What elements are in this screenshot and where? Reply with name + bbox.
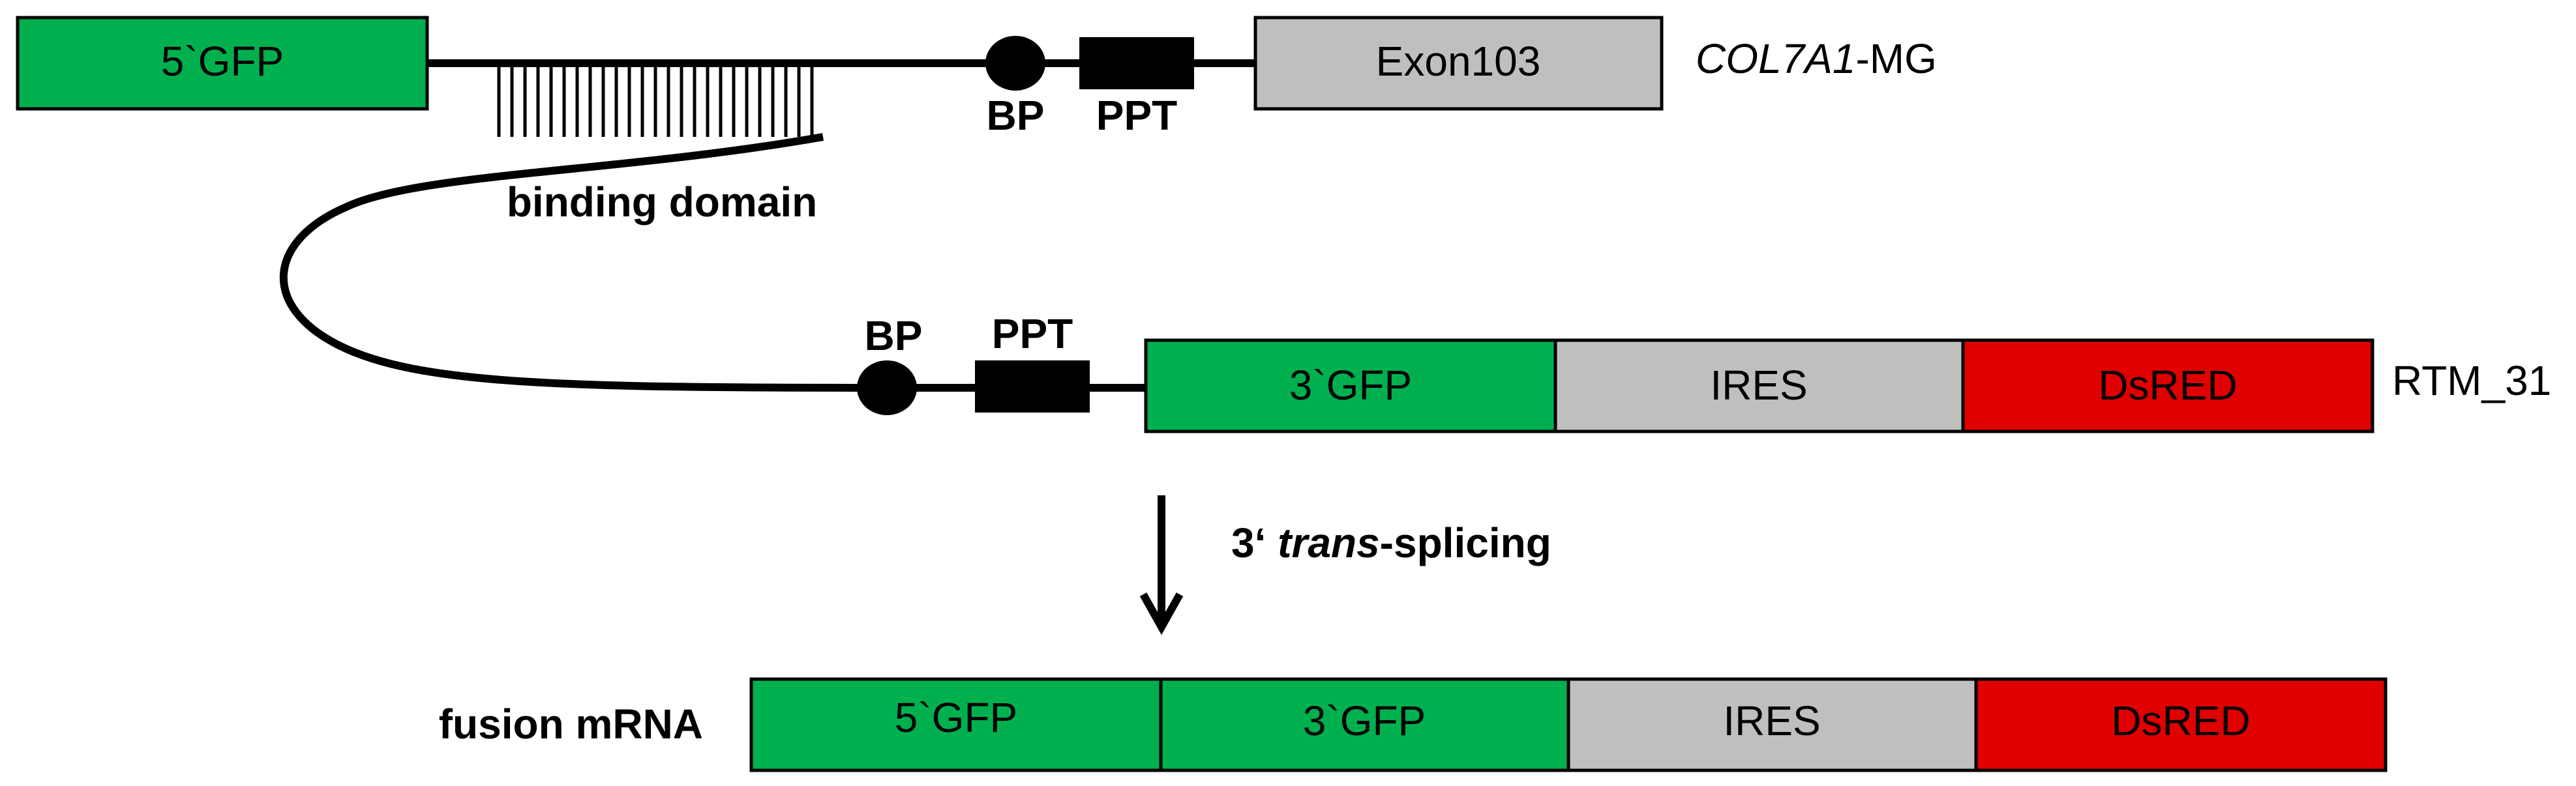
ires-box-fusion xyxy=(1566,677,1978,772)
three-gfp-box-rtm xyxy=(1144,338,1557,433)
bp-circle-top xyxy=(985,36,1045,91)
col7a1-name-suffix: -MG xyxy=(1855,35,1936,82)
fusion-mrna-label: fusion mRNA xyxy=(439,701,703,748)
col7a1-name-italic: COL7A1 xyxy=(1696,35,1855,82)
rtm31-name: RTM_31 xyxy=(2392,357,2551,404)
fusion-mrna: fusion mRNA 5`GFP 3`GFP IRES DsRED xyxy=(439,677,2388,772)
binding-domain-hatch xyxy=(497,63,814,137)
ires-label-fusion: IRES xyxy=(1723,697,1820,744)
five-gfp-label: 5`GFP xyxy=(161,38,284,85)
trans-splicing-italic: trans xyxy=(1278,519,1380,566)
dsred-label-fusion: DsRED xyxy=(2111,697,2250,744)
dsred-label-rtm: DsRED xyxy=(2098,362,2237,409)
dsred-box-fusion xyxy=(1974,677,2388,772)
ppt-label-top: PPT xyxy=(1096,92,1177,139)
bp-label-top: BP xyxy=(987,92,1045,139)
trans-splicing-label: 3‘ trans-splicing xyxy=(1231,519,1551,566)
three-gfp-label-fusion: 3`GFP xyxy=(1303,697,1426,744)
five-gfp-box-fusion xyxy=(749,677,1163,772)
ires-box-rtm xyxy=(1553,338,1965,433)
five-gfp-label-fusion: 5`GFP xyxy=(895,694,1017,741)
rtm31-construct: BP PPT 3`GFP IRES DsRED RTM_31 xyxy=(857,310,2551,433)
exon103-box xyxy=(1253,16,1664,111)
exon103-label: Exon103 xyxy=(1376,38,1541,85)
ppt-label-rtm: PPT xyxy=(992,310,1073,357)
binding-domain-label: binding domain xyxy=(507,179,817,226)
ires-label-rtm: IRES xyxy=(1710,362,1807,409)
bp-circle-rtm xyxy=(857,360,917,415)
down-arrow-icon xyxy=(1139,495,1184,635)
trans-splicing-prefix: 3‘ xyxy=(1231,519,1278,566)
trans-splicing-suffix: -splicing xyxy=(1380,519,1551,566)
ppt-rect-top xyxy=(1079,37,1194,89)
ppt-rect-rtm xyxy=(975,360,1090,413)
col7a1-mg-construct: 5`GFP xyxy=(16,16,1937,139)
rtm-loop-curve xyxy=(280,133,888,392)
dsred-box-rtm xyxy=(1961,338,2374,433)
col7a1-mg-name: COL7A1-MG xyxy=(1696,35,1937,82)
three-gfp-label-rtm: 3`GFP xyxy=(1289,362,1412,409)
five-gfp-box xyxy=(16,16,429,111)
bp-label-rtm: BP xyxy=(865,312,923,359)
